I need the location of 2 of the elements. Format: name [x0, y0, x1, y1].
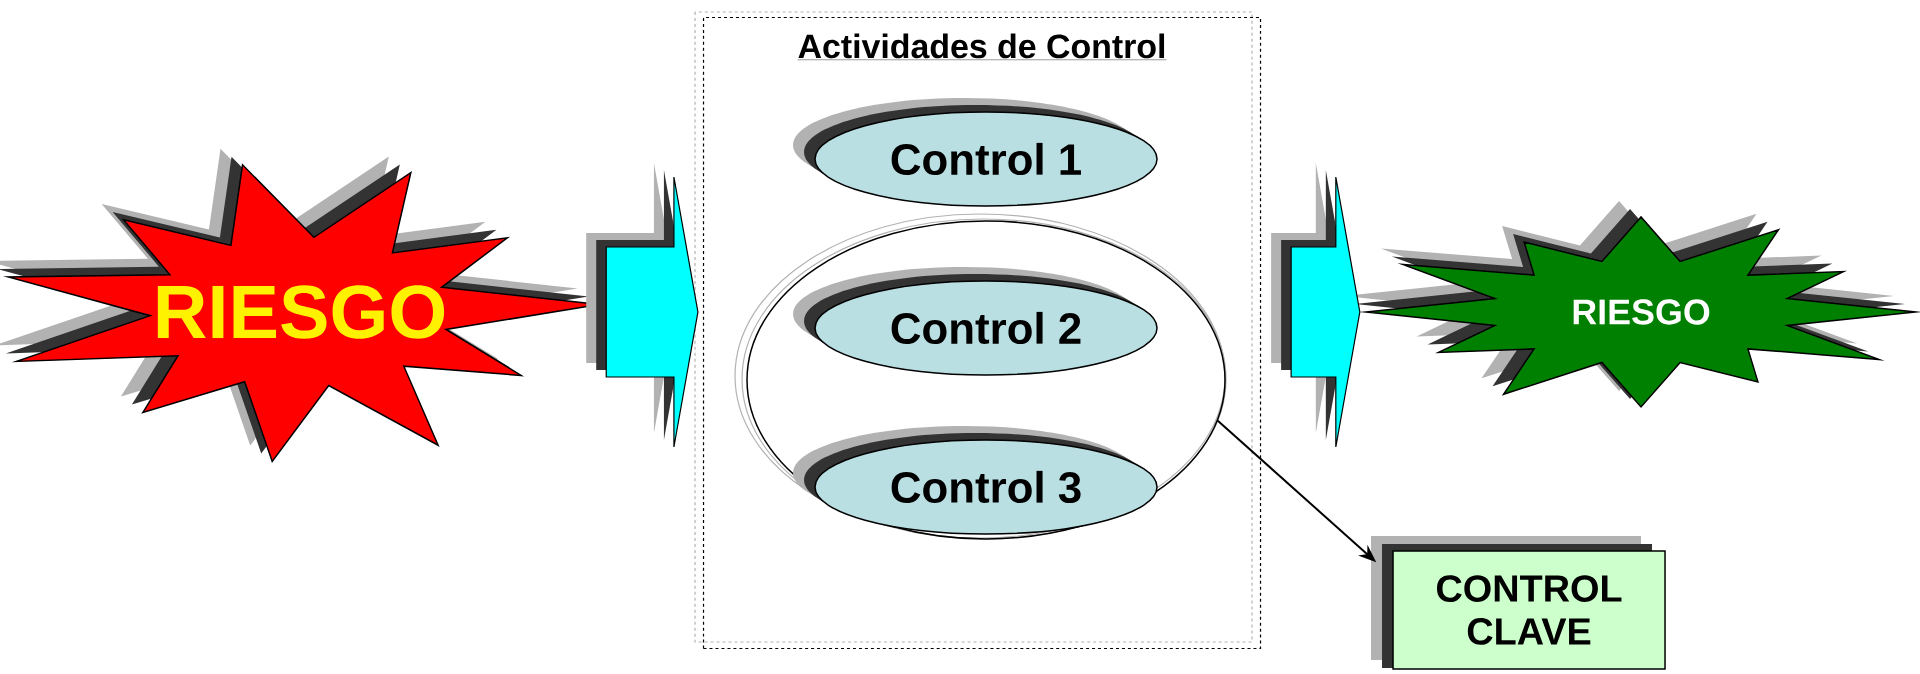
- block-arrow: [586, 163, 699, 448]
- key-control-box: CONTROL CLAVE: [1371, 536, 1666, 670]
